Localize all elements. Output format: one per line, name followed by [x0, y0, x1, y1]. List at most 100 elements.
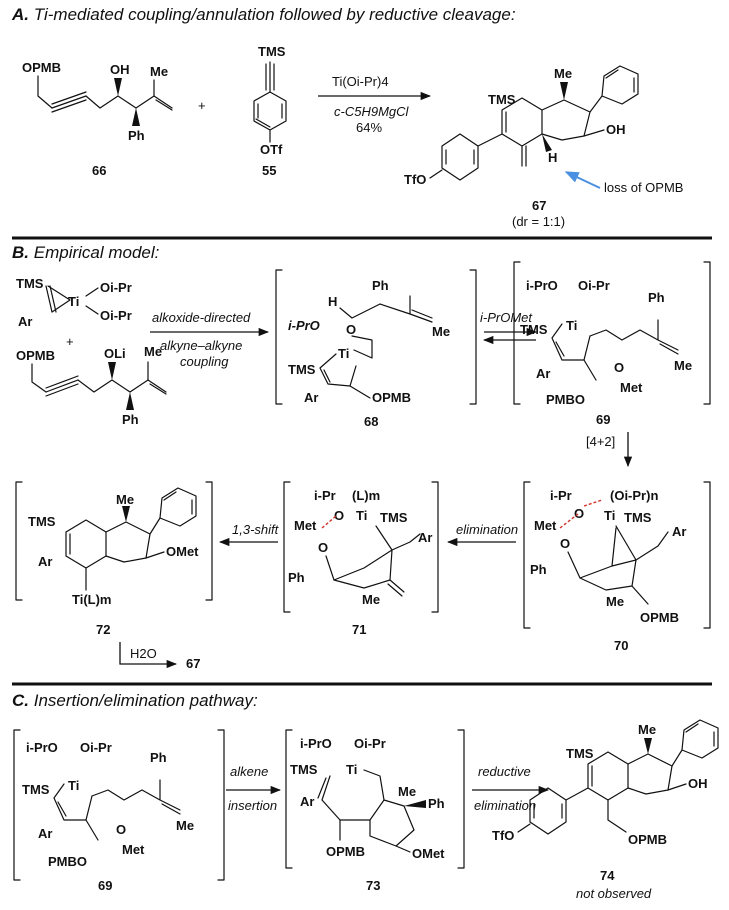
- svg-text:Me: Me: [398, 784, 416, 799]
- svg-text:elimination: elimination: [474, 798, 536, 813]
- svg-text:+: +: [66, 334, 74, 349]
- svg-text:elimination: elimination: [456, 522, 518, 537]
- svg-text:O: O: [346, 322, 356, 337]
- svg-text:Ph: Ph: [128, 128, 145, 143]
- svg-text:TfO: TfO: [492, 828, 514, 843]
- svg-text:H: H: [548, 150, 557, 165]
- svg-text:68: 68: [364, 414, 378, 429]
- svg-text:TMS: TMS: [566, 746, 594, 761]
- svg-text:Me: Me: [432, 324, 450, 339]
- svg-text:TMS: TMS: [488, 92, 516, 107]
- svg-text:Me: Me: [150, 64, 168, 79]
- svg-text:55: 55: [262, 163, 276, 178]
- svg-text:Ti: Ti: [68, 294, 79, 309]
- svg-text:Ar: Ar: [18, 314, 32, 329]
- svg-text:Me: Me: [144, 344, 162, 359]
- compound-74: TMS Me OH OPMB TfO 74 not observed: [492, 719, 719, 901]
- compound-70: i-Pr (Oi-Pr)n O Ti TMS Met O Ar Ph Me OP…: [523, 481, 711, 653]
- svg-text:i-Pr: i-Pr: [314, 488, 336, 503]
- compound-68: Ph H Me O i-PrO Ti TMS Ar OPMB 68: [275, 269, 477, 429]
- svg-text:OPMB: OPMB: [16, 348, 55, 363]
- svg-text:Oi-Pr: Oi-Pr: [354, 736, 386, 751]
- svg-text:Me: Me: [176, 818, 194, 833]
- svg-text:Me: Me: [116, 492, 134, 507]
- svg-text:67: 67: [186, 656, 200, 671]
- section-a-header: A. Ti-mediated coupling/annulation follo…: [11, 5, 516, 24]
- svg-text:i-PrOMet: i-PrOMet: [480, 310, 533, 325]
- svg-text:74: 74: [600, 868, 615, 883]
- svg-text:Me: Me: [674, 358, 692, 373]
- svg-text:TMS: TMS: [288, 362, 316, 377]
- svg-text:Oi-Pr: Oi-Pr: [578, 278, 610, 293]
- svg-text:Ar: Ar: [38, 554, 52, 569]
- svg-text:69: 69: [596, 412, 610, 427]
- svg-text:TMS: TMS: [28, 514, 56, 529]
- svg-text:Ar: Ar: [304, 390, 318, 405]
- arrow-alkene-insertion: alkene insertion: [226, 764, 282, 813]
- svg-text:alkoxide-directed: alkoxide-directed: [152, 310, 251, 325]
- svg-text:TMS: TMS: [22, 782, 50, 797]
- reaction-arrow-a: Ti(Oi-Pr)4 c-C5H9MgCl 64%: [318, 74, 432, 135]
- compound-66: OPMB OH Ph Me 66: [22, 60, 173, 178]
- svg-text:66: 66: [92, 163, 106, 178]
- svg-text:OPMB: OPMB: [640, 610, 679, 625]
- svg-text:alkyne–alkyne: alkyne–alkyne: [160, 338, 242, 353]
- arrow-4-2: [4+2]: [586, 432, 633, 468]
- svg-text:OLi: OLi: [104, 346, 126, 361]
- arrow-elimination: elimination: [446, 522, 518, 547]
- svg-text:Met: Met: [534, 518, 557, 533]
- svg-text:Me: Me: [606, 594, 624, 609]
- svg-text:O: O: [614, 360, 624, 375]
- svg-text:TMS: TMS: [520, 322, 548, 337]
- compound-69-c: i-PrO Oi-Pr Ti TMS Ph Me Ar O Met PMBO 6…: [13, 729, 225, 893]
- svg-text:alkene: alkene: [230, 764, 268, 779]
- svg-text:OH: OH: [688, 776, 708, 791]
- compound-73: i-PrO Oi-Pr TMS Ti Ar Me Ph OMet OPMB 73: [285, 729, 465, 893]
- arrow-alkoxide-directed: alkoxide-directed alkyne–alkyne coupling: [150, 310, 270, 369]
- svg-text:OH: OH: [606, 122, 626, 137]
- svg-text:Ph: Ph: [122, 412, 139, 427]
- svg-text:73: 73: [366, 878, 380, 893]
- svg-text:Ar: Ar: [300, 794, 314, 809]
- svg-text:O: O: [116, 822, 126, 837]
- svg-text:69: 69: [98, 878, 112, 893]
- compound-71: i-Pr (L)m O Ti TMS Met O Ar Ph Me 71: [283, 481, 439, 637]
- svg-text:B. Empirical model:: B. Empirical model:: [12, 243, 160, 262]
- svg-text:Ar: Ar: [38, 826, 52, 841]
- svg-text:Ti(Oi-Pr)4: Ti(Oi-Pr)4: [332, 74, 389, 89]
- svg-text:A. Ti-mediated coupling/annula: A. Ti-mediated coupling/annulation follo…: [11, 5, 516, 24]
- svg-text:Me: Me: [638, 722, 656, 737]
- svg-text:[4+2]: [4+2]: [586, 434, 615, 449]
- svg-text:72: 72: [96, 622, 110, 637]
- svg-text:O: O: [574, 506, 584, 521]
- arrow-reductive-elimination: reductive elimination: [472, 764, 550, 813]
- lithium-alkoxide: OPMB OLi Ph Me: [16, 344, 167, 427]
- svg-text:(Oi-Pr)n: (Oi-Pr)n: [610, 488, 658, 503]
- svg-text:Ph: Ph: [372, 278, 389, 293]
- svg-text:Oi-Pr: Oi-Pr: [100, 308, 132, 323]
- svg-text:OPMB: OPMB: [326, 844, 365, 859]
- svg-text:Oi-Pr: Oi-Pr: [80, 740, 112, 755]
- svg-text:OH: OH: [110, 62, 130, 77]
- svg-text:Ti: Ti: [346, 762, 357, 777]
- compound-67: TMS Me OH H TfO loss of OPMB 67 (dr = 1:…: [404, 65, 683, 229]
- svg-text:OPMB: OPMB: [628, 832, 667, 847]
- svg-text:loss of OPMB: loss of OPMB: [604, 180, 683, 195]
- svg-text:i-PrO: i-PrO: [288, 318, 320, 333]
- svg-text:OMet: OMet: [166, 544, 199, 559]
- svg-text:TMS: TMS: [16, 276, 44, 291]
- svg-text:Met: Met: [620, 380, 643, 395]
- svg-text:Ti(L)m: Ti(L)m: [72, 592, 111, 607]
- svg-text:(L)m: (L)m: [352, 488, 380, 503]
- svg-text:Ti: Ti: [604, 508, 615, 523]
- svg-text:Ti: Ti: [338, 346, 349, 361]
- svg-text:c-C5H9MgCl: c-C5H9MgCl: [334, 104, 410, 119]
- svg-text:70: 70: [614, 638, 628, 653]
- arrow-h2o: H2O 67: [119, 642, 200, 671]
- svg-text:reductive: reductive: [478, 764, 531, 779]
- svg-text:PMBO: PMBO: [48, 854, 87, 869]
- svg-text:i-PrO: i-PrO: [526, 278, 558, 293]
- svg-text:H2O: H2O: [130, 646, 157, 661]
- svg-text:insertion: insertion: [228, 798, 277, 813]
- svg-text:TMS: TMS: [258, 44, 286, 59]
